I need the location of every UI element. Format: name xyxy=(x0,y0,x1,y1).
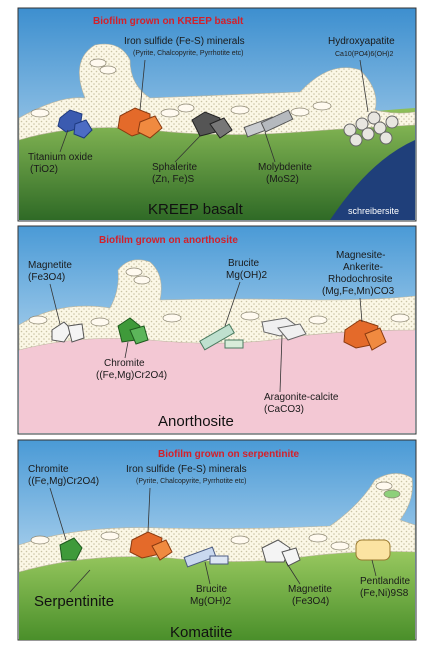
aragonite-label: Aragonite-calcite xyxy=(264,392,339,403)
magnesite-label: Magnesite- xyxy=(336,250,385,261)
aragonite-formula: (CaCO3) xyxy=(264,404,304,415)
schreibersite-label: schreibersite xyxy=(348,206,399,216)
chromite-label: Chromite xyxy=(104,358,145,369)
serp-magnetite-formula: (Fe3O4) xyxy=(292,596,329,607)
anorthosite-rock-label: Anorthosite xyxy=(158,413,234,430)
magnetite-label: Magnetite xyxy=(28,260,72,271)
serp-fes-title: Iron sulfide (Fe-S) minerals xyxy=(126,464,247,475)
kreep-fes-sub: (Pyrite, Chalcopyrite, Pyrrhotite etc) xyxy=(133,50,243,57)
serp-fes-sub: (Pyrite, Chalcopyrite, Pyrrhotite etc) xyxy=(136,478,246,485)
serp-magnetite-label: Magnetite xyxy=(288,584,332,595)
serp-brucite-label: Brucite xyxy=(196,584,228,595)
serpentinite-rock-label: Serpentinite xyxy=(34,593,114,610)
pentlandite-formula: (Fe,Ni)9S8 xyxy=(360,588,409,599)
titanium-oxide-formula: (TiO2) xyxy=(30,164,58,175)
molybdenite-formula: (MoS2) xyxy=(266,174,299,185)
serp-brucite-formula: Mg(OH)2 xyxy=(190,596,232,607)
kreep-fes-title: Iron sulfide (Fe-S) minerals xyxy=(124,36,245,47)
kreep-rock-label: KREEP basalt xyxy=(148,201,244,218)
rhodochrosite-label: Rhodochrosite xyxy=(328,274,393,285)
panel-kreep: Biofilm grown on KREEP basalt Iron sulfi… xyxy=(18,8,416,221)
kreep-title: Biofilm grown on KREEP basalt xyxy=(93,16,244,27)
brucite-formula: Mg(OH)2 xyxy=(226,270,268,281)
serp-chromite-formula: ((Fe,Mg)Cr2O4) xyxy=(28,476,99,487)
molybdenite-label: Molybdenite xyxy=(258,162,312,173)
anorthosite-title: Biofilm grown on anorthosite xyxy=(99,235,238,246)
magnetite-formula: (Fe3O4) xyxy=(28,272,65,283)
ankerite-label: Ankerite- xyxy=(343,262,383,273)
sphalerite-formula: (Zn, Fe)S xyxy=(152,174,195,185)
komatiite-rock-label: Komatiite xyxy=(170,624,233,641)
pentlandite-mineral xyxy=(356,540,390,560)
serpentinite-title: Biofilm grown on serpentinite xyxy=(158,449,300,460)
hydroxyapatite-formula: Ca10(PO4)6(OH)2 xyxy=(335,51,393,58)
pentlandite-label: Pentlandite xyxy=(360,576,410,587)
titanium-oxide-label: Titanium oxide xyxy=(28,152,93,163)
sphalerite-label: Sphalerite xyxy=(152,162,197,173)
brucite-label: Brucite xyxy=(228,258,260,269)
serp-chromite-label: Chromite xyxy=(28,464,69,475)
panel-serpentinite: Biofilm grown on serpentinite Chromite (… xyxy=(18,440,416,641)
hydroxyapatite-label: Hydroxyapatite xyxy=(328,36,395,47)
magnesite-formula: (Mg,Fe,Mn)CO3 xyxy=(322,286,395,297)
panel-anorthosite: Biofilm grown on anorthosite Magnetite (… xyxy=(18,226,416,434)
chromite-formula: ((Fe,Mg)Cr2O4) xyxy=(96,370,167,381)
